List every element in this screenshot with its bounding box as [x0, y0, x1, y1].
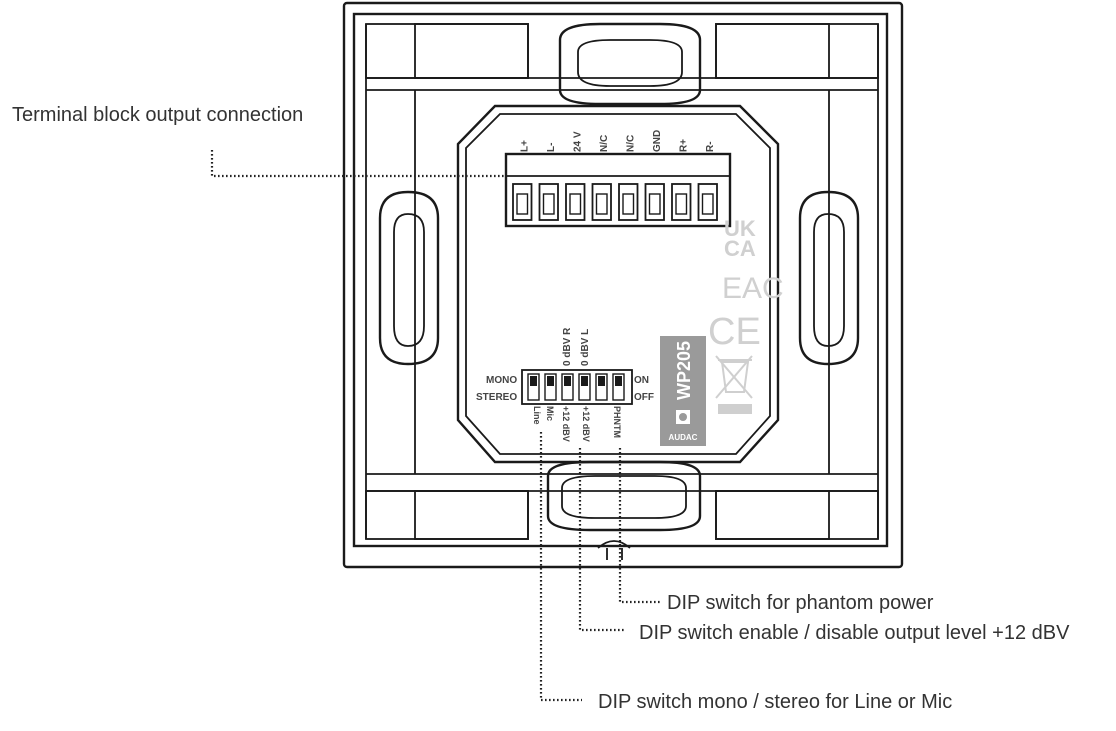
- callout-terminal-block: Terminal block output connection: [12, 104, 303, 126]
- dip-bottom-label-12dbv-2: +12 dBV: [581, 406, 591, 442]
- dip-on-label: ON: [634, 375, 649, 386]
- leader-level: [578, 448, 626, 632]
- module-housing: [456, 104, 780, 464]
- certification-marks: UK CA EAC CE: [708, 216, 784, 414]
- dip-switch-lever: [612, 373, 625, 401]
- dip-stereo-label: STEREO: [476, 392, 517, 403]
- leader-mono-stereo: [539, 432, 582, 702]
- dip-bottom-label-mic: Mic: [545, 406, 555, 421]
- dip-top-label-2: 0 dBV L: [580, 329, 591, 366]
- terminal-slot: [565, 183, 586, 221]
- device-frame: [342, 1, 904, 569]
- terminal-label: R+: [678, 139, 689, 152]
- terminal-label: N/C: [599, 135, 610, 152]
- dip-switch-lever: [595, 373, 608, 401]
- terminal-slot: [618, 183, 639, 221]
- dip-off-label: OFF: [634, 392, 654, 403]
- terminal-slot: [512, 183, 533, 221]
- callout-level: DIP switch enable / disable output level…: [639, 622, 1070, 644]
- ukca-mark-bottom: CA: [724, 236, 756, 261]
- terminal-label: L+: [519, 140, 530, 152]
- dip-switch-block: MONO STEREO ON OFF 0 dBV R 0 dBV L Line …: [476, 327, 654, 442]
- weee-bin-icon: [715, 355, 753, 414]
- terminal-slot: [644, 183, 665, 221]
- terminal-label: N/C: [625, 135, 636, 152]
- terminal-label: GND: [652, 130, 663, 152]
- ukca-mark-top: UK: [724, 216, 756, 241]
- callout-phantom: DIP switch for phantom power: [667, 592, 934, 614]
- ce-mark: CE: [708, 311, 761, 353]
- terminal-slot: [538, 183, 559, 221]
- leader-phantom: [618, 448, 662, 604]
- leader-terminal-block: [210, 150, 506, 178]
- dip-mono-label: MONO: [486, 375, 517, 386]
- terminal-slot: [671, 183, 692, 221]
- dip-bottom-label-phntm: PHNTM: [612, 406, 622, 438]
- callout-mono-stereo: DIP switch mono / stereo for Line or Mic: [598, 691, 952, 713]
- terminal-label: 24 V: [572, 131, 583, 152]
- dip-switch-lever: [527, 373, 540, 401]
- terminal-block: L+ L- 24 V N/C N/C GND R+ R-: [504, 130, 732, 228]
- terminal-label: R-: [705, 141, 716, 152]
- dip-top-label-1: 0 dBV R: [562, 327, 573, 366]
- dip-switch-lever: [544, 373, 557, 401]
- dip-bottom-label-line: Line: [532, 406, 542, 425]
- terminal-slot: [697, 183, 718, 221]
- dip-switch-lever: [561, 373, 574, 401]
- terminal-label: L-: [546, 143, 557, 152]
- eac-mark: EAC: [722, 272, 784, 305]
- model-plate: WP205 AUDAC: [660, 336, 706, 446]
- terminal-slot: [591, 183, 612, 221]
- model-name: WP205: [674, 341, 694, 400]
- leader-lines: [210, 150, 662, 702]
- dip-switch-lever: [578, 373, 591, 401]
- brand-name: AUDAC: [669, 433, 698, 442]
- dip-bottom-label-12dbv-1: +12 dBV: [561, 406, 571, 442]
